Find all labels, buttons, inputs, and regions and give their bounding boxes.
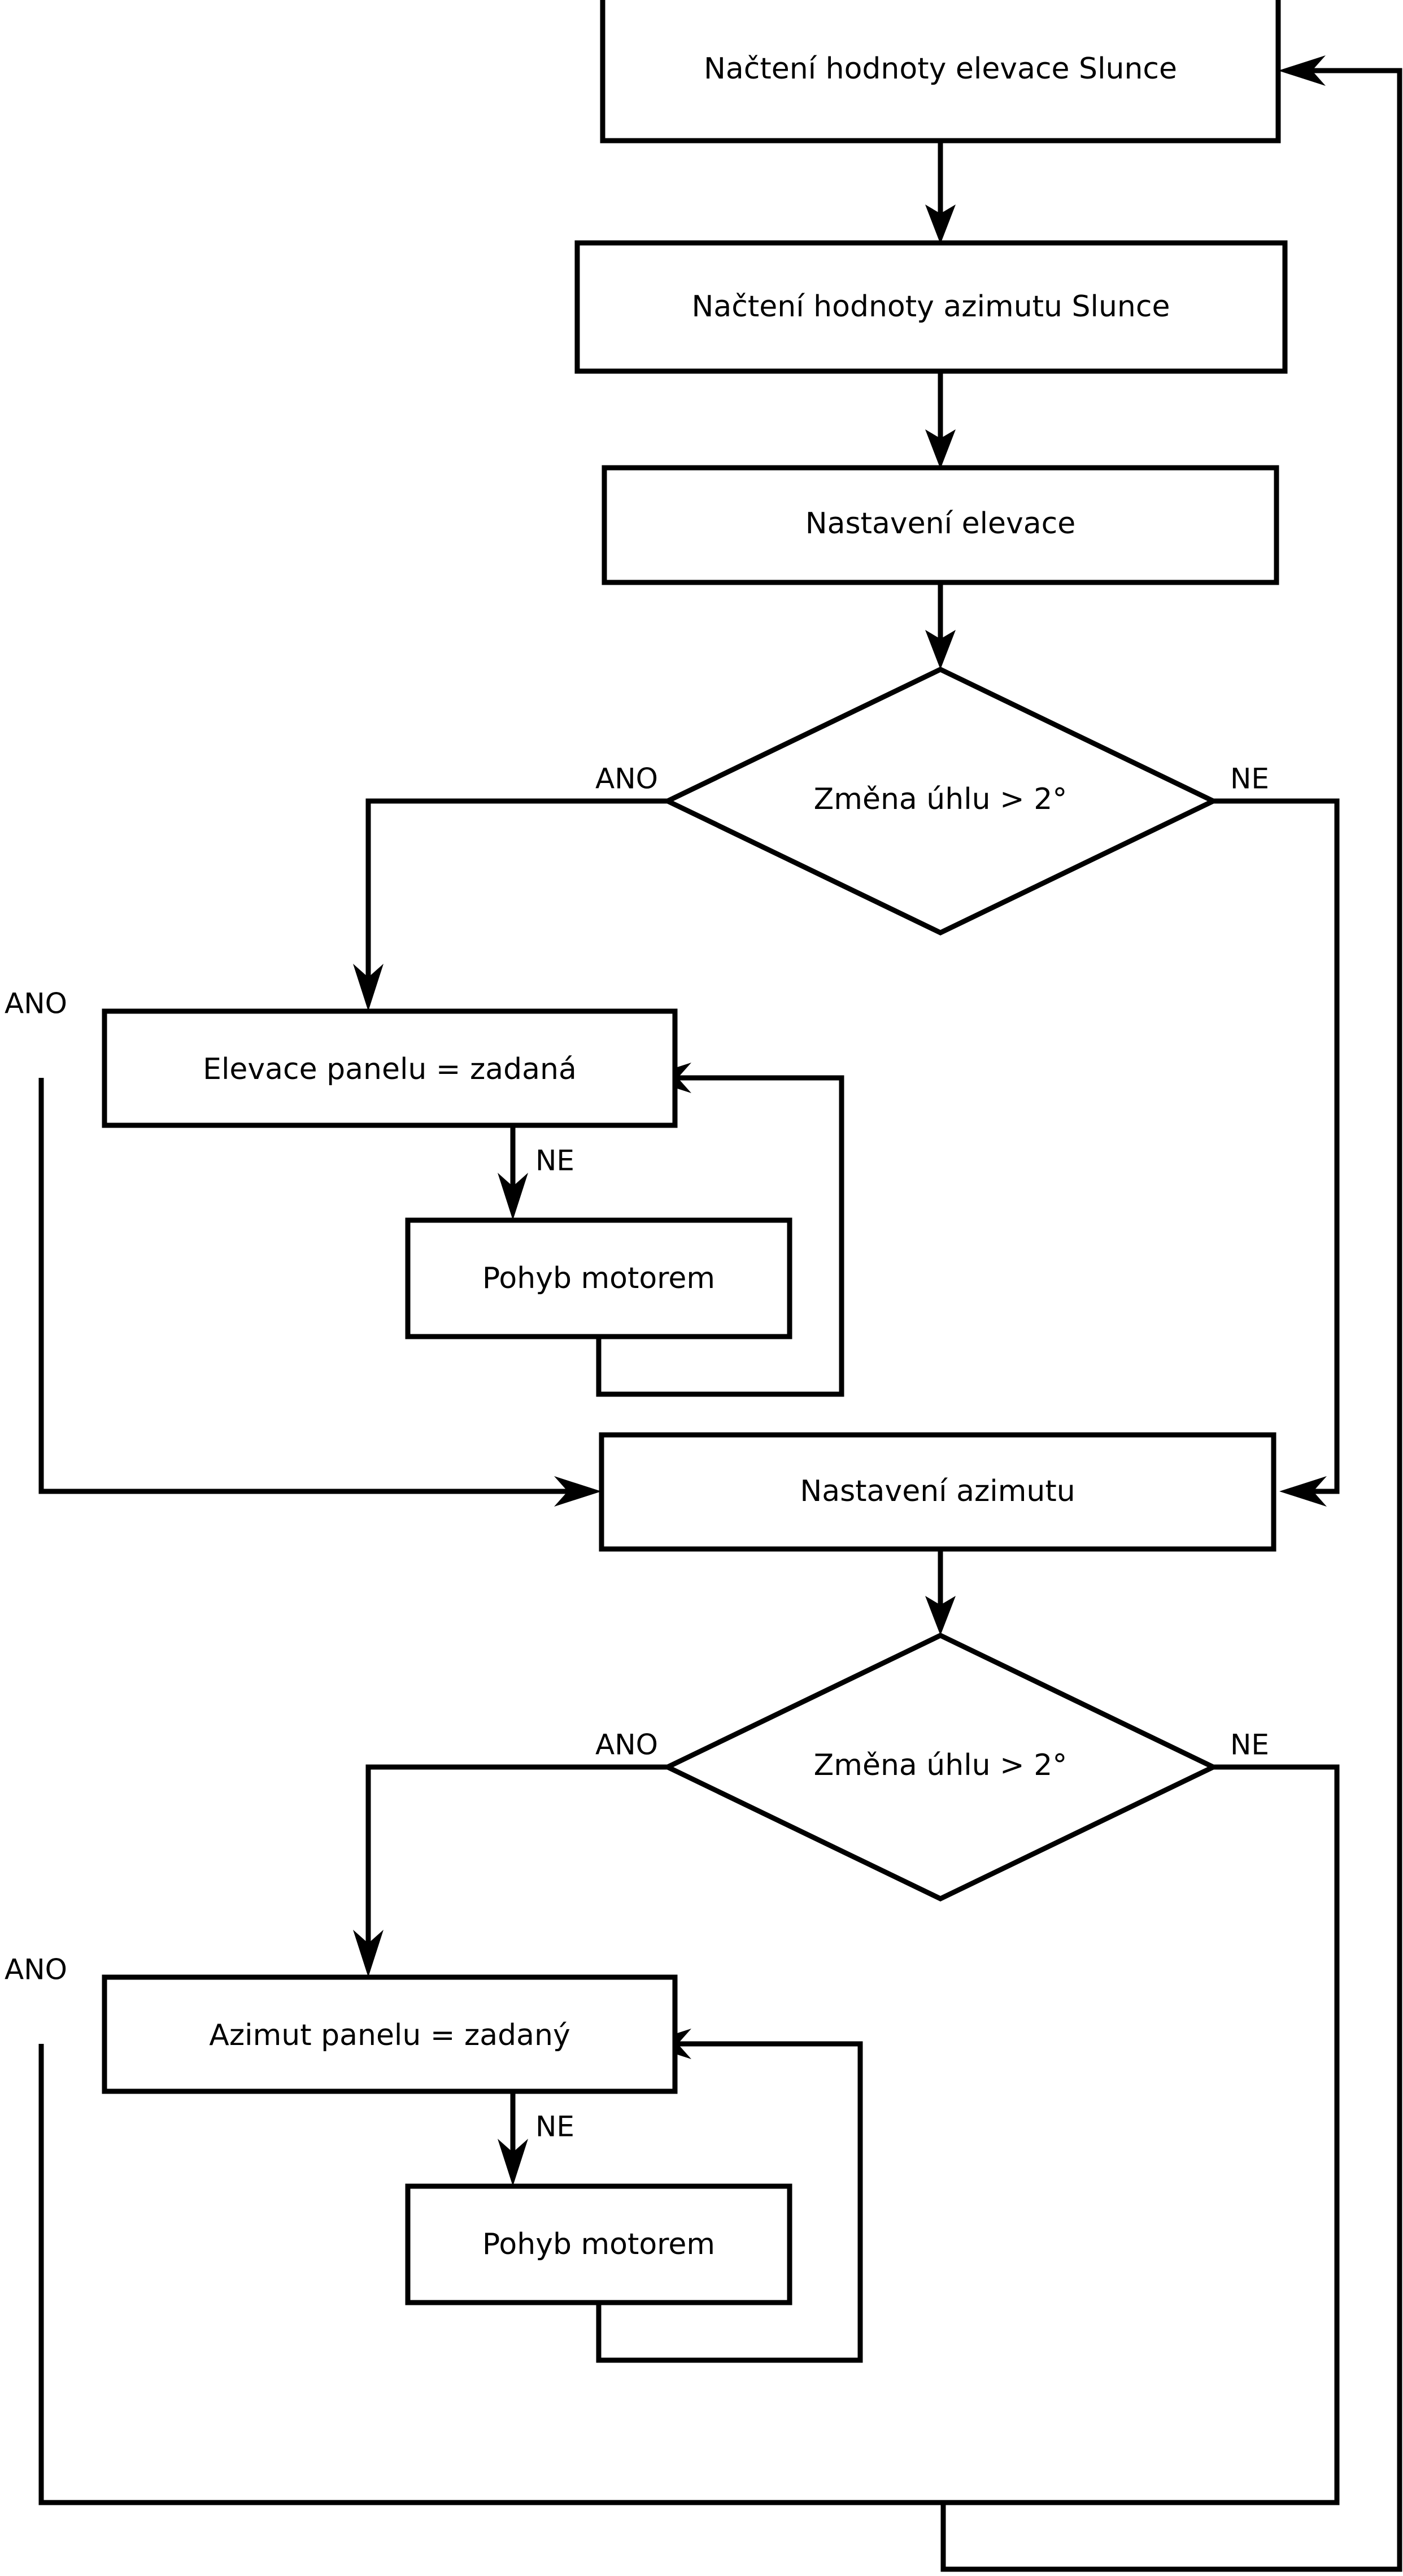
edge-panel-azimuth-yes-to-return <box>38 2044 943 2505</box>
edge-read-elevation-to-read-azimuth <box>925 141 956 244</box>
node-panel-azimuth-eq[interactable]: Azimut panelu = zadaný <box>102 1974 678 2094</box>
edge-label-panel-azimuth-no: NE <box>535 2111 574 2143</box>
edge-panel-azimuth-no-to-motor-2 <box>498 2091 528 2186</box>
edge-set-elevation-to-decision-elevation <box>925 582 956 669</box>
node-read-elevation-label: Načtení hodnoty elevace Slunce <box>704 52 1177 86</box>
edge-label-decision-azimuth-no: NE <box>1230 1729 1269 1761</box>
node-read-azimuth-label: Načtení hodnoty azimutu Slunce <box>692 290 1170 324</box>
node-set-azimuth[interactable]: Nastavení azimutu <box>599 1432 1276 1552</box>
node-decision-elevation[interactable]: Změna úhlu > 2° <box>661 667 1219 935</box>
edge-panel-elevation-yes-to-set-azimuth <box>38 1078 602 1507</box>
edge-decision-elevation-no <box>1213 798 1340 1507</box>
node-decision-azimuth-label: Změna úhlu > 2° <box>814 1748 1068 1782</box>
node-panel-elevation-eq-label: Elevace panelu = zadaná <box>203 1052 577 1086</box>
node-panel-elevation-eq[interactable]: Elevace panelu = zadaná <box>102 1008 678 1128</box>
edge-label-decision-elevation-no: NE <box>1230 763 1269 795</box>
edge-label-decision-azimuth-yes: ANO <box>595 1729 658 1761</box>
node-read-azimuth[interactable]: Načtení hodnoty azimutu Slunce <box>574 240 1288 374</box>
edge-set-azimuth-to-decision-azimuth <box>925 1549 956 1635</box>
edge-panel-elevation-no-to-motor-1 <box>498 1125 528 1220</box>
edge-decision-elevation-yes <box>353 798 668 1011</box>
edge-decision-azimuth-no <box>943 1764 1340 2505</box>
edge-label-panel-elevation-yes: ANO <box>5 987 67 1020</box>
node-set-elevation[interactable]: Nastavení elevace <box>602 465 1279 585</box>
node-decision-elevation-label: Změna úhlu > 2° <box>814 782 1068 816</box>
edge-label-panel-azimuth-yes: ANO <box>5 1953 67 1986</box>
edge-label-panel-elevation-no: NE <box>535 1145 574 1177</box>
node-motor-move-1[interactable]: Pohyb motorem <box>405 1217 792 1339</box>
node-decision-azimuth[interactable]: Změna úhlu > 2° <box>661 1633 1219 1901</box>
edge-decision-azimuth-yes <box>353 1764 668 1977</box>
node-motor-move-2[interactable]: Pohyb motorem <box>405 2183 792 2305</box>
node-panel-azimuth-eq-label: Azimut panelu = zadaný <box>209 2018 570 2052</box>
edge-read-azimuth-to-set-elevation <box>925 371 956 469</box>
edge-return-to-start <box>940 55 1402 2572</box>
node-motor-move-1-label: Pohyb motorem <box>482 1261 715 1295</box>
node-set-elevation-label: Nastavení elevace <box>805 507 1075 541</box>
node-set-azimuth-label: Nastavení azimutu <box>800 1474 1075 1508</box>
edge-label-decision-elevation-yes: ANO <box>595 763 658 795</box>
node-motor-move-2-label: Pohyb motorem <box>482 2227 715 2261</box>
node-read-elevation[interactable]: Načtení hodnoty elevace Slunce <box>600 0 1281 143</box>
